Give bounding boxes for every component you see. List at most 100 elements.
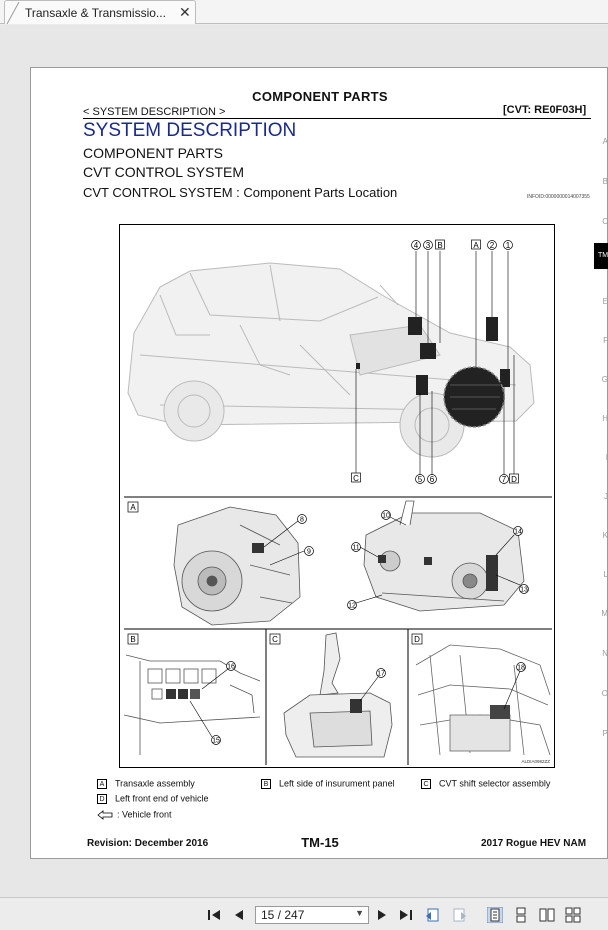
tab-title: Transaxle & Transmissio... bbox=[25, 6, 166, 20]
callout-D: D bbox=[511, 475, 517, 484]
legend-vehicle-front-text: : Vehicle front bbox=[117, 809, 172, 820]
first-page-icon[interactable] bbox=[206, 907, 222, 923]
callout-1: 1 bbox=[506, 241, 511, 250]
page-number-select[interactable]: 15 / 247 ▼ bbox=[255, 906, 369, 924]
page-header-model-code: [CVT: RE0F03H] bbox=[503, 104, 587, 116]
legend-A-key: A bbox=[97, 778, 107, 789]
top-callouts: 4 3 B A 2 1 bbox=[411, 239, 513, 250]
callout-2: 2 bbox=[490, 241, 495, 250]
legend-D-key: D bbox=[97, 793, 107, 804]
legend-A: A Transaxle assembly bbox=[97, 778, 195, 789]
callout-9: 9 bbox=[307, 549, 311, 556]
figure-code: ALDIA0982ZZ bbox=[521, 759, 550, 764]
highlighted-components bbox=[356, 317, 510, 395]
viewer-toolbar: 15 / 247 ▼ bbox=[0, 897, 608, 930]
section-tab-b[interactable]: B bbox=[602, 177, 608, 186]
go-back-view-icon[interactable] bbox=[425, 907, 441, 923]
legend-D: D Left front end of vehicle bbox=[97, 793, 209, 804]
callout-15: 15 bbox=[212, 738, 220, 745]
transaxle-highlight bbox=[443, 366, 505, 428]
callout-18: 18 bbox=[517, 665, 525, 672]
panel-A: A bbox=[124, 496, 552, 630]
panel-D: D 18 bbox=[411, 633, 551, 756]
panel-D-label: D bbox=[414, 635, 420, 644]
callout-17: 17 bbox=[377, 671, 385, 678]
section-tab-k[interactable]: K bbox=[602, 531, 608, 540]
section-tab-f[interactable]: F bbox=[603, 336, 608, 345]
facing-pages-icon[interactable] bbox=[539, 907, 555, 923]
legend-B-key: B bbox=[261, 778, 271, 789]
panel-C: C 17 bbox=[269, 632, 393, 758]
section-tab-e[interactable]: E bbox=[602, 297, 608, 306]
legend-C-text: CVT shift selector assembly bbox=[439, 778, 551, 789]
footer-model: 2017 Rogue HEV NAM bbox=[481, 838, 587, 849]
document-viewer[interactable]: COMPONENT PARTS < SYSTEM DESCRIPTION > [… bbox=[0, 25, 608, 897]
section-tab-i[interactable]: I bbox=[605, 453, 608, 462]
section-tab-tm-active[interactable]: TM bbox=[594, 243, 608, 269]
callout-13: 13 bbox=[520, 587, 528, 594]
previous-page-icon[interactable] bbox=[231, 907, 247, 923]
callout-C: C bbox=[353, 474, 359, 483]
panel-B-label: B bbox=[130, 635, 135, 644]
callout-10: 10 bbox=[382, 513, 390, 520]
callout-5: 5 bbox=[418, 475, 423, 484]
section-tab-p[interactable]: P bbox=[602, 729, 608, 738]
continuous-view-icon[interactable] bbox=[513, 907, 529, 923]
callout-12: 12 bbox=[348, 603, 356, 610]
system-title: CVT CONTROL SYSTEM bbox=[83, 164, 245, 180]
callout-6: 6 bbox=[430, 475, 435, 484]
tab-bar: Transaxle & Transmissio... ✕ bbox=[0, 0, 608, 25]
page-number-value: 15 / 247 bbox=[261, 908, 305, 922]
document-tab[interactable]: Transaxle & Transmissio... ✕ bbox=[4, 0, 196, 25]
section-tab-m[interactable]: M bbox=[601, 609, 608, 618]
section-tab-n[interactable]: N bbox=[602, 649, 608, 658]
vehicle-illustration bbox=[127, 262, 535, 458]
section-tab-h[interactable]: H bbox=[602, 414, 608, 423]
legend-D-text: Left front end of vehicle bbox=[115, 793, 209, 804]
footer-revision: Revision: December 2016 bbox=[87, 838, 209, 849]
section-title: SYSTEM DESCRIPTION bbox=[83, 120, 297, 141]
section-tab-a[interactable]: A bbox=[602, 137, 608, 146]
go-forward-view-icon[interactable] bbox=[451, 907, 467, 923]
footer-page-number: TM-15 bbox=[301, 835, 339, 850]
page-header-title: COMPONENT PARTS bbox=[252, 89, 388, 104]
header-divider bbox=[83, 118, 591, 119]
chevron-down-icon: ▼ bbox=[355, 908, 364, 918]
close-icon[interactable]: ✕ bbox=[179, 4, 191, 20]
bottom-callouts: C 5 6 7 D bbox=[351, 472, 519, 484]
callout-4: 4 bbox=[414, 241, 419, 250]
last-page-icon[interactable] bbox=[398, 907, 414, 923]
figure-drawing: 4 3 B A 2 1 C 5 bbox=[123, 239, 552, 765]
topic-title: CVT CONTROL SYSTEM : Component Parts Loc… bbox=[83, 185, 398, 200]
callout-7: 7 bbox=[502, 475, 507, 484]
info-id: INFOID:0000000014007355 bbox=[527, 194, 590, 200]
callout-A: A bbox=[473, 241, 479, 250]
callout-14: 14 bbox=[514, 529, 522, 536]
page-header-breadcrumb: < SYSTEM DESCRIPTION > bbox=[83, 106, 226, 118]
section-tab-c[interactable]: C bbox=[602, 217, 608, 226]
callout-16: 16 bbox=[227, 664, 235, 671]
component-location-figure: 4 3 B A 2 1 C 5 bbox=[119, 224, 555, 768]
arrow-left-icon bbox=[97, 809, 113, 820]
panel-B: B bbox=[123, 633, 261, 755]
section-tab-o[interactable]: O bbox=[601, 689, 608, 698]
legend-B: B Left side of insurument panel bbox=[261, 778, 395, 789]
callout-3: 3 bbox=[426, 241, 431, 250]
next-page-icon[interactable] bbox=[374, 907, 390, 923]
panel-C-label: C bbox=[272, 635, 278, 644]
legend-A-text: Transaxle assembly bbox=[115, 778, 195, 789]
section-tab-l[interactable]: L bbox=[603, 570, 608, 579]
legend-B-text: Left side of insurument panel bbox=[279, 778, 395, 789]
section-tab-g[interactable]: G bbox=[601, 375, 608, 384]
continuous-facing-icon[interactable] bbox=[565, 907, 581, 923]
panel-A-label: A bbox=[130, 503, 136, 512]
single-page-view-icon[interactable] bbox=[487, 907, 503, 923]
pdf-page: COMPONENT PARTS < SYSTEM DESCRIPTION > [… bbox=[30, 67, 608, 859]
callout-8: 8 bbox=[300, 517, 304, 524]
section-tab-j[interactable]: J bbox=[604, 492, 608, 501]
leader-lines bbox=[355, 251, 515, 475]
callout-B: B bbox=[437, 241, 442, 250]
tab-edge-decoration bbox=[6, 1, 20, 25]
callout-11: 11 bbox=[352, 545, 359, 552]
